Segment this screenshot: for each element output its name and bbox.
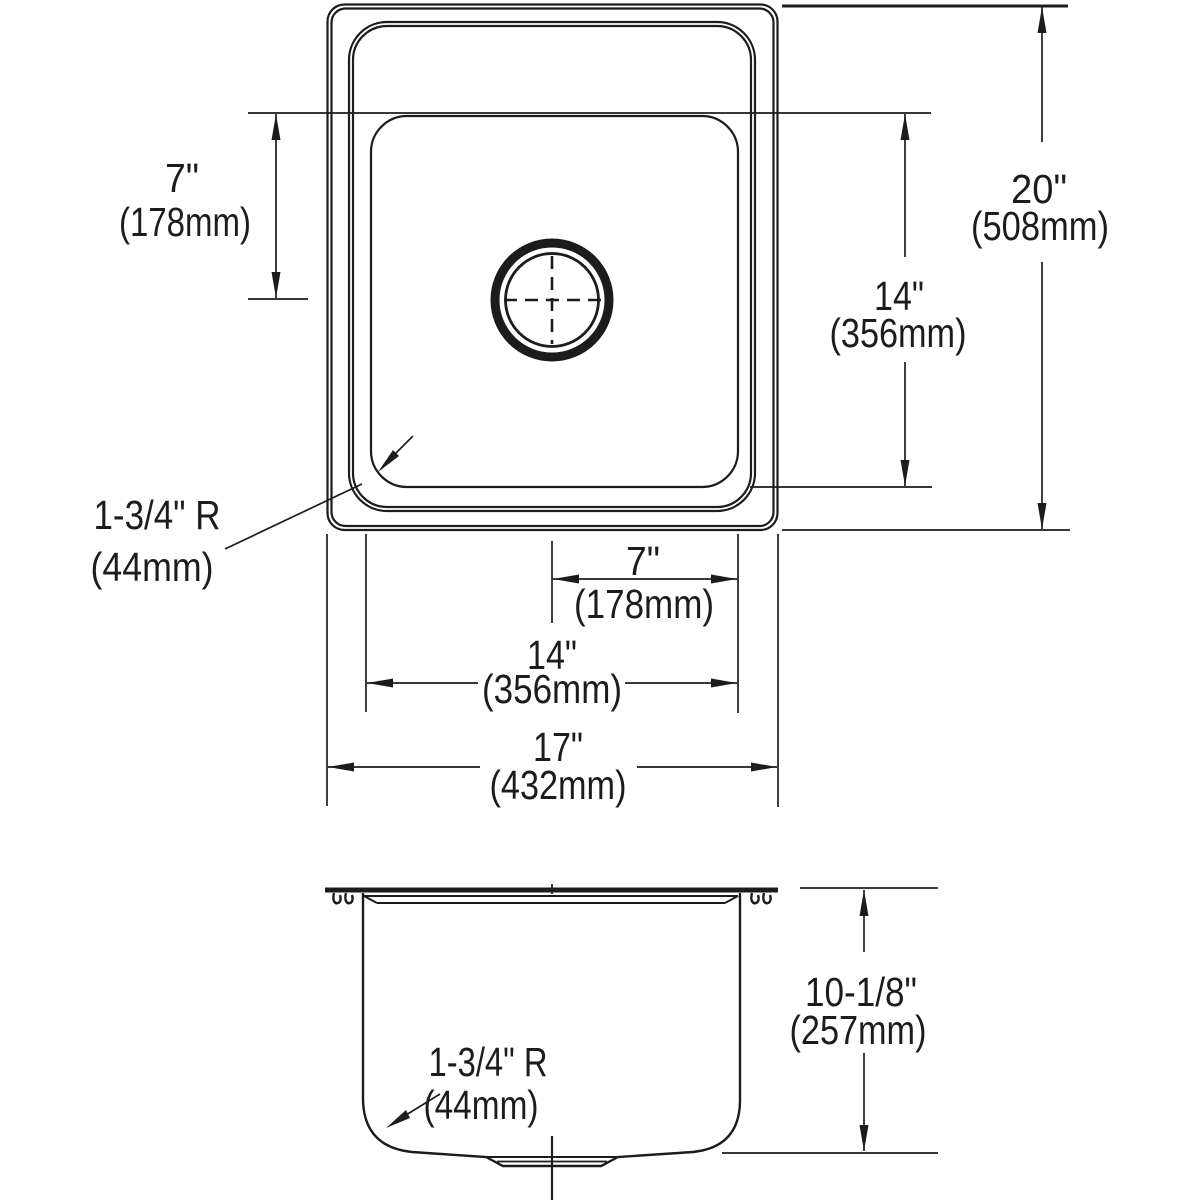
arrow-down-icon	[1037, 503, 1047, 529]
arrow-up-icon	[900, 114, 910, 140]
radius-mm: (44mm)	[91, 544, 214, 590]
side-view: 10-1/8" (257mm) 1-3/4" R (44mm)	[325, 884, 938, 1200]
outer-rim-outline	[326, 3, 779, 532]
bowl-top-edge-inner-line	[351, 24, 753, 509]
dim-value-inches: 14"	[874, 273, 924, 319]
radius-label: 1-3/4" R	[94, 492, 221, 538]
dim-bowl-width: 14" (356mm)	[367, 632, 737, 712]
radius-mm: (44mm)	[424, 1082, 539, 1128]
rim-profile-lines	[363, 895, 739, 904]
leader-arrow-icon	[378, 450, 399, 472]
bowl-top-edge-outline	[347, 20, 757, 513]
arrow-left-icon	[328, 762, 354, 772]
drain-outer-ring	[490, 238, 614, 362]
dim-overall-depth: 20" (508mm)	[971, 7, 1109, 529]
dim-value-mm: (356mm)	[830, 310, 967, 356]
mounting-clips-left-icon	[332, 892, 354, 905]
arrow-left-icon	[553, 574, 579, 584]
dim-overall-width: 17" (432mm)	[328, 724, 777, 808]
top-view-extension-lines	[248, 4, 1070, 807]
dim-bowl-depth: 14" (356mm)	[830, 114, 967, 486]
leader-line	[224, 483, 363, 550]
arrow-up-icon	[859, 890, 869, 916]
bowl-section-outline	[361, 893, 742, 1168]
arrow-left-icon	[367, 678, 393, 688]
arrow-right-icon	[751, 762, 777, 772]
dim-offset-left: 7" (178mm)	[119, 114, 281, 298]
dim-value-inches: 7"	[626, 538, 660, 584]
leader-arrow-icon	[386, 1110, 410, 1128]
dim-value-inches: 14"	[527, 632, 577, 678]
leader-tail	[395, 435, 414, 454]
dim-value-mm: (178mm)	[119, 199, 251, 245]
dim-value-inches: 10-1/8"	[805, 969, 917, 1015]
top-view: 7" (178mm) 20" (508mm) 14" (356mm) 1-3/	[91, 3, 1109, 808]
dim-value-mm: (356mm)	[482, 666, 622, 712]
dim-value-mm: (178mm)	[574, 581, 714, 627]
arrow-right-icon	[711, 678, 737, 688]
corner-radius-callout: 1-3/4" R (44mm)	[91, 435, 414, 590]
bowl-bottom-outline	[369, 114, 740, 489]
corner-radius-callout-section: 1-3/4" R (44mm)	[386, 1039, 548, 1128]
dim-value-mm: (257mm)	[790, 1007, 927, 1053]
outer-rim-inner-line	[330, 7, 775, 528]
arrow-down-icon	[900, 460, 910, 486]
arrow-down-icon	[271, 272, 281, 298]
dim-value-inches: 20"	[1011, 166, 1067, 212]
rim-profile-step-left	[363, 895, 378, 904]
arrow-down-icon	[859, 1125, 869, 1151]
dim-value-inches: 17"	[533, 724, 583, 770]
dim-value-mm: (508mm)	[971, 203, 1109, 249]
dim-offset-bottom: 7" (178mm)	[553, 538, 737, 627]
rim-profile-step-right	[724, 895, 739, 904]
arrow-right-icon	[711, 574, 737, 584]
dim-bowl-height: 10-1/8" (257mm)	[722, 887, 938, 1154]
arrow-up-icon	[271, 114, 281, 140]
dim-value-inches: 7"	[165, 155, 199, 201]
arrow-up-icon	[1037, 7, 1047, 33]
dim-value-mm: (432mm)	[490, 762, 627, 808]
drain-opening	[490, 238, 614, 362]
radius-label: 1-3/4" R	[429, 1039, 548, 1085]
mounting-clips-right-icon	[750, 892, 772, 905]
